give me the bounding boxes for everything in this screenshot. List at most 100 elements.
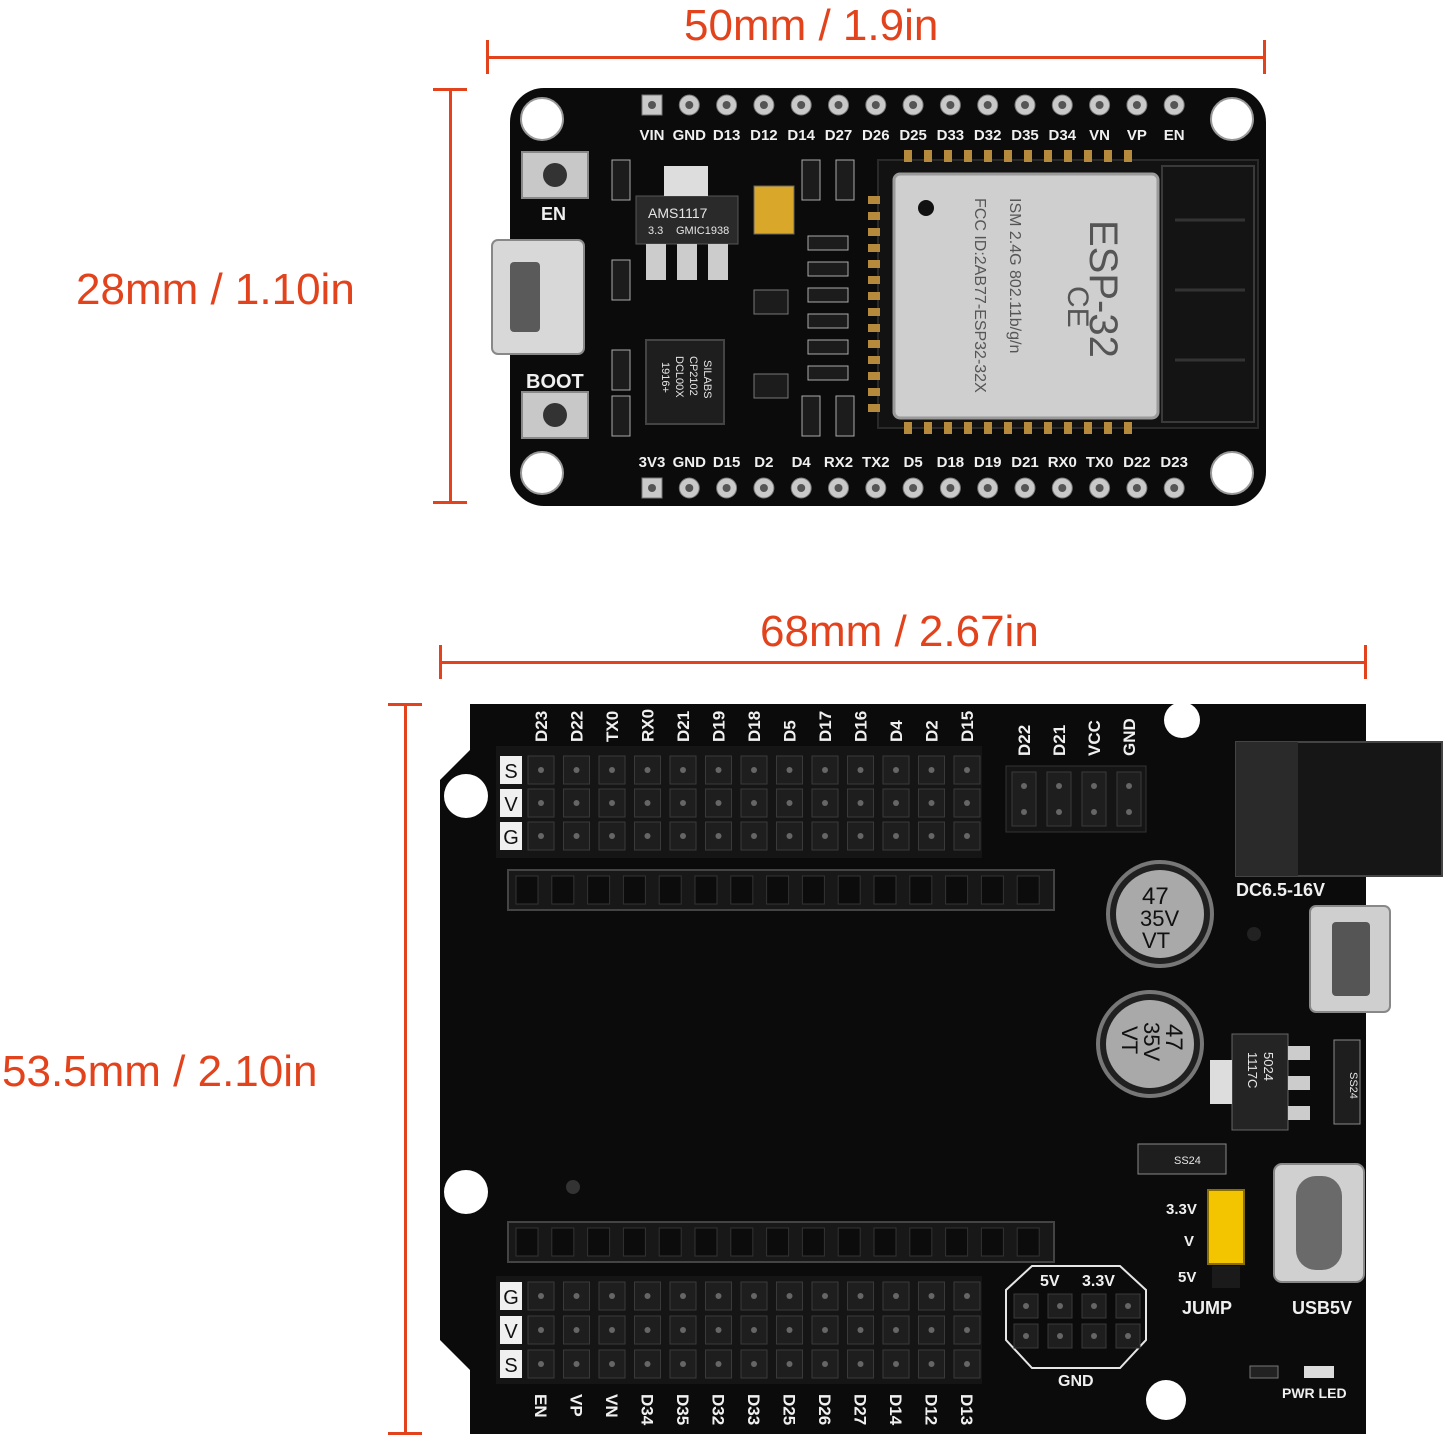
esp32-pin-d33[interactable]: D33 (937, 94, 965, 144)
header-pin-d33[interactable]: D33 (740, 1281, 768, 1425)
jumper-pin-base (1212, 1266, 1240, 1288)
castellation-pad (964, 150, 972, 162)
header-pin-vp[interactable]: VP (563, 1281, 590, 1417)
esp32-pin-en[interactable]: EN (1163, 94, 1185, 144)
esp32-pin-d4[interactable]: D4 (790, 454, 812, 499)
header-pin-d18[interactable]: D18 (740, 711, 768, 851)
header-pin-vn[interactable]: VN (598, 1281, 626, 1418)
header-pin-rx0[interactable]: RX0 (634, 709, 661, 851)
en-button[interactable] (543, 163, 567, 187)
power-pin[interactable] (1081, 1323, 1107, 1349)
bottom-width-cap-left (439, 645, 442, 679)
esp32-pin-d13[interactable]: D13 (713, 94, 741, 144)
esp32-pin-3v3[interactable]: 3V3 (639, 454, 666, 499)
esp32-pin-tx2[interactable]: TX2 (862, 454, 890, 499)
header-pin-en[interactable]: EN (527, 1281, 555, 1418)
esp32-pin-vn[interactable]: VN (1089, 94, 1111, 144)
esp32-pin1-dot (918, 200, 934, 216)
power-pin-dot (1023, 1303, 1029, 1309)
esp32-pin-label: VN (1089, 127, 1110, 144)
castellation-pad (924, 150, 932, 162)
header-pin-d14[interactable]: D14 (882, 1281, 910, 1426)
esp32-pin-d15[interactable]: D15 (713, 454, 741, 499)
voltage-jumper[interactable] (1207, 1189, 1245, 1265)
power-pin-dot (1125, 1333, 1131, 1339)
i2c-pin-d21[interactable]: D21 (1046, 725, 1072, 827)
header-pin-d13[interactable]: D13 (953, 1281, 981, 1425)
smd-component (611, 159, 631, 201)
esp32-pin-gnd[interactable]: GND (673, 454, 707, 499)
row-label: G (503, 827, 519, 849)
esp32-pin-d19[interactable]: D19 (974, 454, 1002, 499)
esp32-pin-d32[interactable]: D32 (974, 94, 1002, 144)
jumper-label: V (1184, 1233, 1194, 1250)
top-width-cap-left (486, 40, 489, 74)
esp32-pin-gnd[interactable]: GND (673, 94, 707, 144)
header-pin-d5[interactable]: D5 (776, 720, 803, 851)
esp32-pin-rx2[interactable]: RX2 (824, 454, 853, 499)
i2c-pin-gnd[interactable]: GND (1116, 718, 1142, 827)
header-pin-d17[interactable]: D17 (811, 711, 839, 851)
header-pin-d27[interactable]: D27 (847, 1281, 874, 1425)
socket-slots-top (515, 875, 1040, 905)
smd-component (801, 395, 821, 437)
header-pin-d19[interactable]: D19 (705, 711, 732, 851)
esp32-pin-label: D21 (1011, 454, 1039, 471)
esp32-pin-d35[interactable]: D35 (1011, 94, 1039, 144)
castellation-pad (964, 422, 972, 434)
ce-mark: CE (1061, 286, 1094, 328)
esp32-pin-d14[interactable]: D14 (787, 94, 816, 144)
header-pin-d21[interactable]: D21 (669, 711, 697, 851)
header-pin-d26[interactable]: D26 (811, 1281, 839, 1425)
esp32-pin-d25[interactable]: D25 (899, 94, 927, 144)
smd-resistor (807, 287, 849, 303)
header-pin-d12[interactable]: D12 (918, 1281, 945, 1425)
header-pin-d32[interactable]: D32 (705, 1281, 732, 1425)
esp32-pin-d22[interactable]: D22 (1123, 454, 1151, 499)
i2c-pin-vcc[interactable]: VCC (1081, 720, 1107, 827)
header-pin-d35[interactable]: D35 (669, 1281, 697, 1425)
diode (1333, 1039, 1361, 1125)
power-pin[interactable] (1081, 1293, 1107, 1319)
header-pin-d22[interactable]: D22 (563, 711, 590, 851)
boot-button[interactable] (543, 403, 567, 427)
header-pin-tx0[interactable]: TX0 (598, 711, 626, 851)
castellation-pad (868, 196, 880, 204)
header-pin-d4[interactable]: D4 (882, 720, 910, 851)
esp32-pin-d21[interactable]: D21 (1011, 454, 1039, 499)
header-pin-d23[interactable]: D23 (527, 711, 555, 851)
esp32-pin-d27[interactable]: D27 (825, 94, 853, 144)
header-pin-d25[interactable]: D25 (776, 1281, 803, 1425)
esp32-pin-d34[interactable]: D34 (1049, 94, 1077, 144)
top-height-label: 28mm / 1.10in (76, 265, 355, 314)
esp32-pin-label: D15 (713, 454, 741, 471)
header-pin-d15[interactable]: D15 (953, 711, 981, 851)
esp32-pin-d26[interactable]: D26 (862, 94, 890, 144)
usb-label: USB5V (1292, 1298, 1352, 1318)
row-label-box (500, 1316, 522, 1344)
header-pin-d2[interactable]: D2 (918, 720, 945, 851)
power-pin[interactable] (1013, 1293, 1039, 1319)
esp32-pin-vin[interactable]: VIN (639, 94, 665, 144)
socket-slot (658, 875, 682, 905)
esp32-pin-d5[interactable]: D5 (902, 454, 924, 499)
esp32-pin-d18[interactable]: D18 (937, 454, 965, 499)
esp32-pin-rx0[interactable]: RX0 (1048, 454, 1077, 499)
regulator-text: GMIC1938 (676, 225, 729, 237)
i2c-pin-d22[interactable]: D22 (1011, 725, 1037, 827)
esp32-pin-tx0[interactable]: TX0 (1086, 454, 1114, 499)
esp32-mount-hole (520, 451, 564, 495)
power-pin-dot (1125, 1303, 1131, 1309)
esp32-pin-d2[interactable]: D2 (753, 454, 775, 499)
socket-slots-bottom (515, 1227, 1040, 1257)
diode-text: SS24 (1174, 1155, 1201, 1167)
power-pin[interactable] (1013, 1323, 1039, 1349)
castellation-pad (868, 372, 880, 380)
header-pin-d34[interactable]: D34 (634, 1281, 661, 1426)
esp32-pin-vp[interactable]: VP (1126, 94, 1148, 144)
header-pin-d16[interactable]: D16 (847, 711, 874, 851)
esp32-pin-d12[interactable]: D12 (750, 94, 778, 144)
esp32-pin-d23[interactable]: D23 (1160, 454, 1188, 499)
